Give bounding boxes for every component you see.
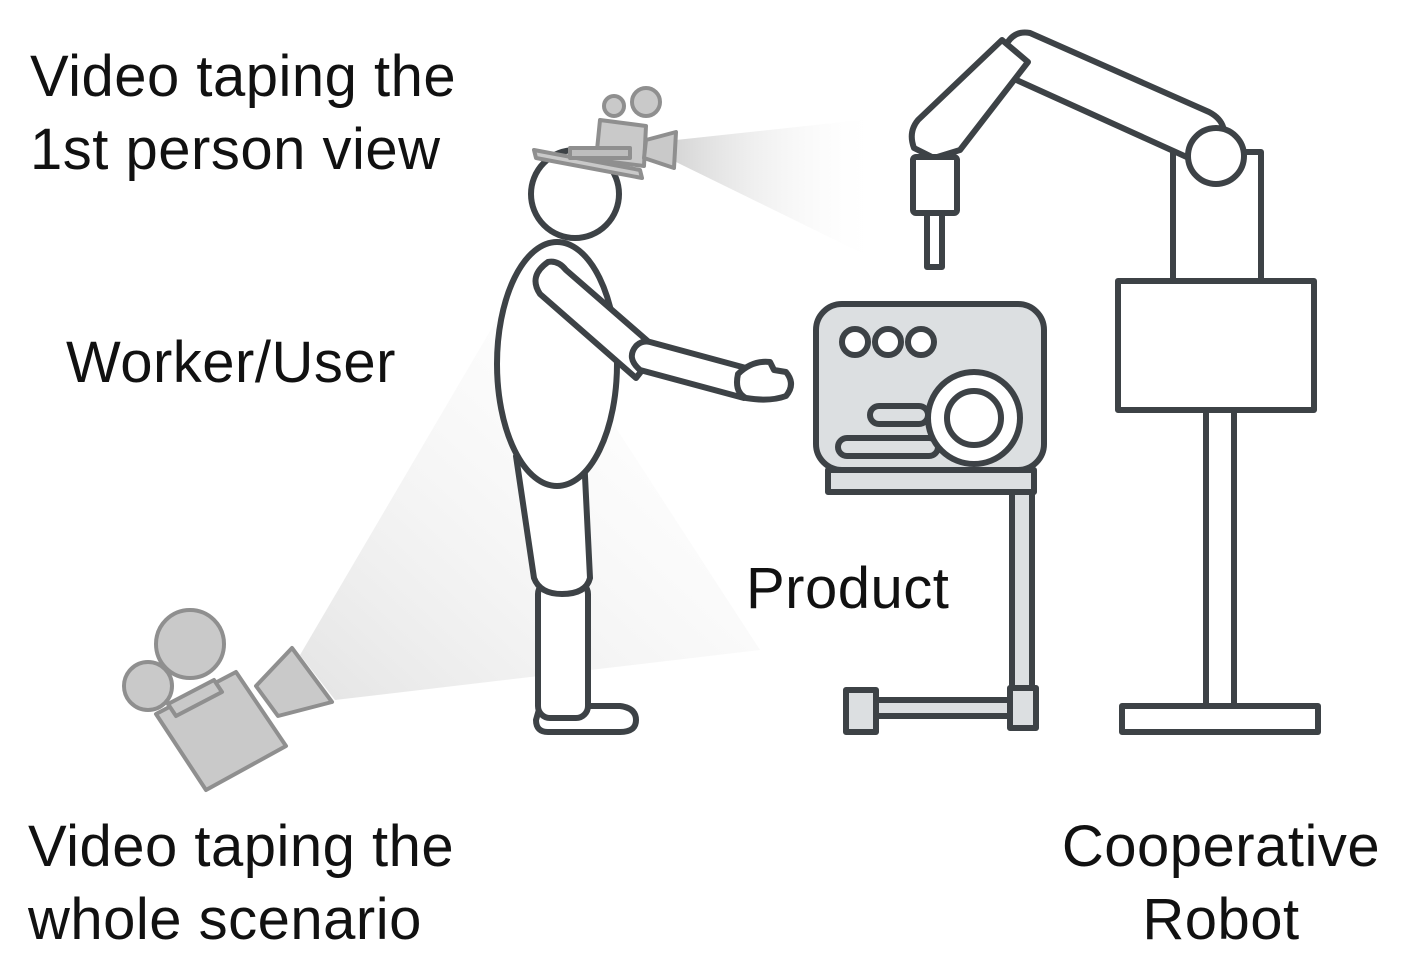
label-first-person-line-2: 1st person view	[30, 117, 441, 182]
worker-forearm	[628, 338, 755, 401]
product-dial-inner	[944, 388, 1004, 448]
label-scene-line-1: Video taping the	[28, 814, 455, 879]
scene-camera-reel-large-icon	[154, 608, 226, 680]
robot-shoulder-joint	[1185, 125, 1247, 187]
label-first-person-line-1: Video taping the	[30, 44, 457, 109]
scene-camera	[122, 608, 334, 792]
label-scene-camera: Video taping the whole scenario	[28, 810, 454, 956]
robot-tool	[924, 210, 945, 270]
head-camera	[532, 86, 678, 180]
first-person-camera-beam	[676, 118, 880, 262]
scene-camera-mount-icon	[166, 678, 224, 718]
product-slot-upper	[867, 403, 931, 427]
robot-forearm	[908, 37, 1031, 161]
label-robot-line-2: Robot	[1142, 887, 1300, 952]
label-robot: Cooperative Robot	[1036, 810, 1406, 956]
scene-camera-reel-small-icon	[122, 660, 174, 712]
head-camera-reel-large	[630, 86, 662, 118]
label-worker: Worker/User	[66, 330, 396, 395]
worker-upper-leg	[513, 453, 593, 597]
product-stand-leg	[1009, 489, 1035, 691]
product-knob-2	[872, 326, 904, 358]
robot-base	[1119, 703, 1321, 735]
label-robot-line-1: Cooperative	[1061, 814, 1381, 879]
product-stand-top	[825, 467, 1037, 495]
head-camera-reel-small	[602, 94, 626, 118]
robot-pole	[1203, 407, 1237, 709]
label-scene-line-2: whole scenario	[28, 887, 422, 952]
product-slot-lower	[835, 435, 941, 459]
robot-box	[1115, 278, 1317, 413]
hat-brim-icon	[532, 148, 644, 180]
product	[813, 301, 1047, 735]
label-product: Product	[746, 556, 950, 621]
cooperative-robot	[908, 29, 1321, 735]
head-camera-lens	[642, 130, 678, 170]
product-stand-end	[843, 687, 879, 735]
product-knob-1	[839, 326, 871, 358]
product-knob-3	[905, 326, 937, 358]
product-stand-foot	[1007, 685, 1039, 731]
label-first-person-camera: Video taping the 1st person view	[30, 40, 456, 186]
product-stand-bar	[873, 697, 1013, 719]
scene-camera-lens-icon	[254, 646, 334, 718]
worker-lower-leg	[535, 579, 591, 721]
worker-hand	[734, 358, 794, 403]
head-camera-band	[568, 146, 632, 160]
robot-wrist	[910, 154, 960, 216]
